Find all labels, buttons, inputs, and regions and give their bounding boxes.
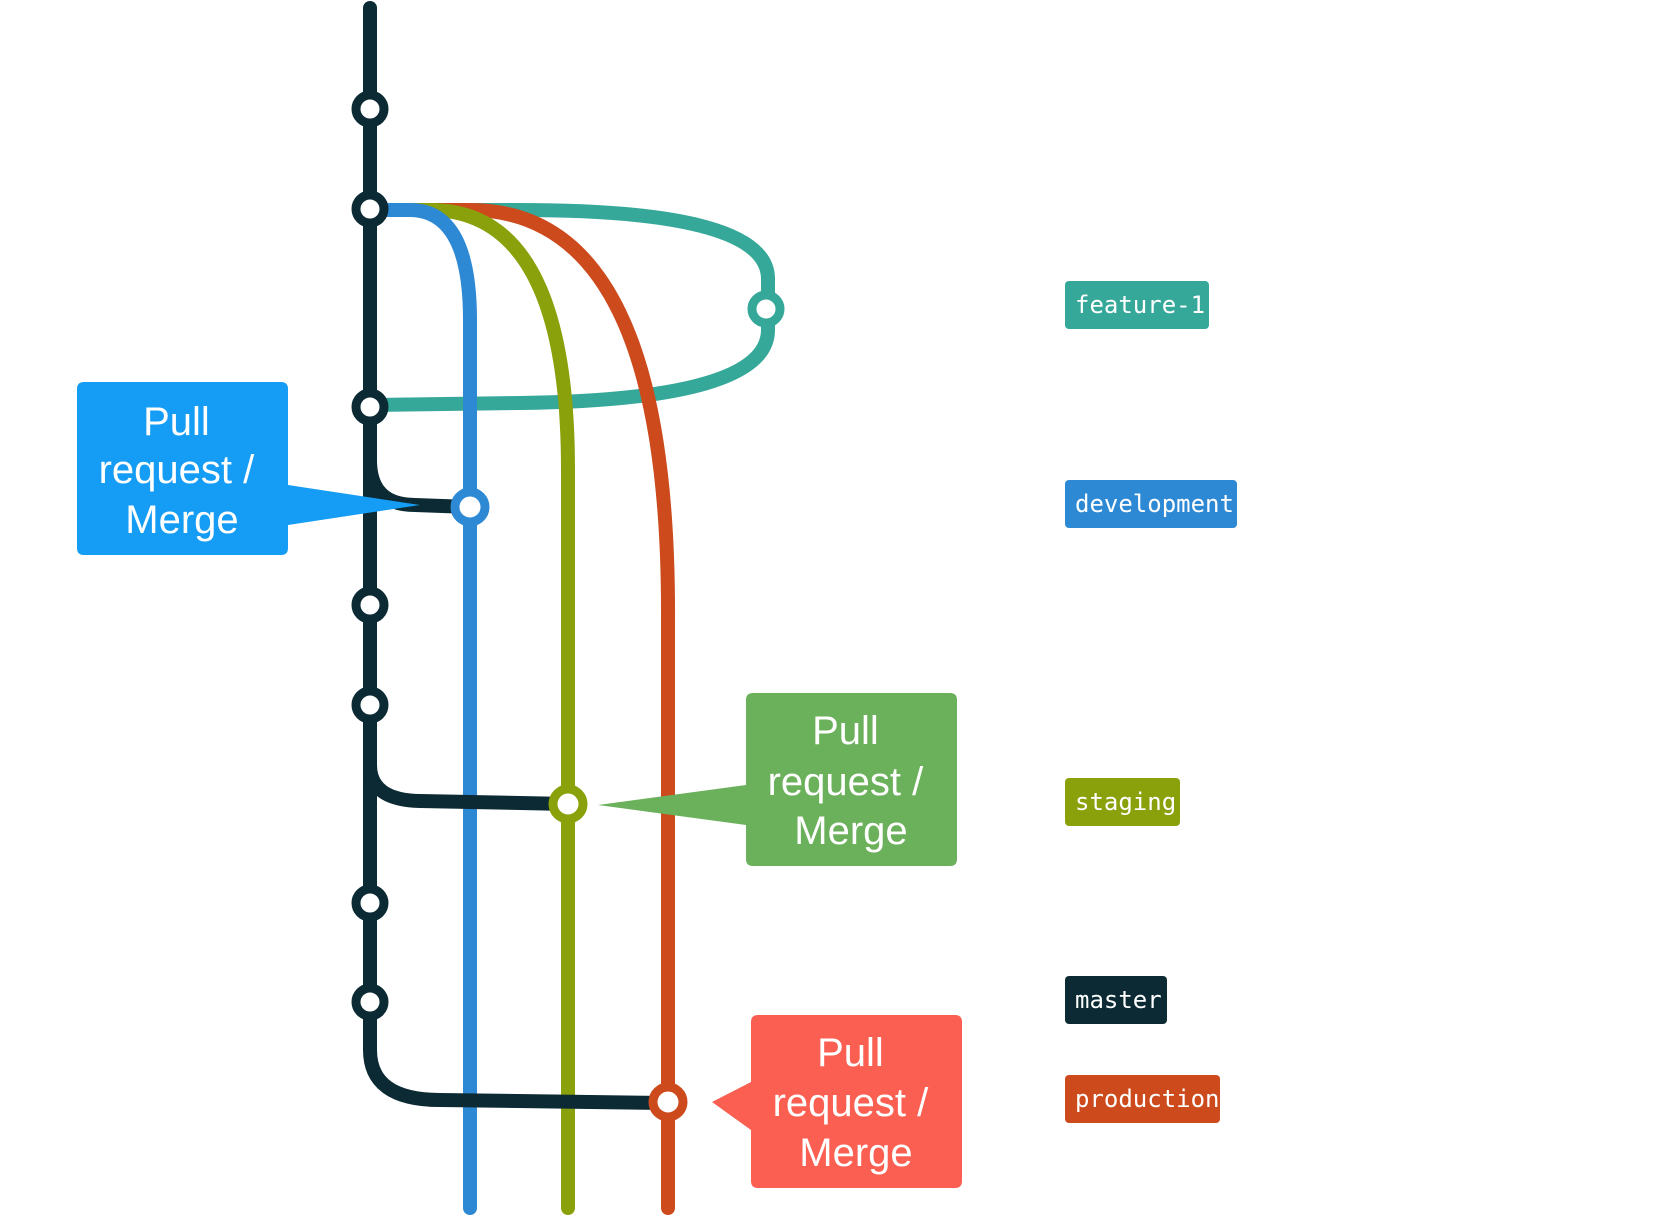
master-to-staging-merge-line [363, 698, 575, 811]
callout-line: Merge [794, 809, 907, 853]
master-commit [351, 190, 389, 228]
staging-branch-line [363, 203, 575, 1215]
branch-label-production: production [1065, 1075, 1220, 1123]
branch-label-text: feature-1 [1075, 291, 1205, 319]
callout-text: Pull request / Merge [773, 1031, 940, 1175]
callout-staging-merge: Pull request / Merge [598, 693, 957, 866]
callout-text: Pull request / Merge [768, 709, 935, 853]
branch-label-master: master [1065, 976, 1167, 1024]
callout-line: request / [773, 1081, 930, 1125]
branch-label-box [1065, 281, 1209, 329]
branch-label-feature-1: feature-1 [1065, 281, 1209, 329]
production-merge-commit [648, 1082, 688, 1122]
master-commit [351, 388, 389, 426]
callout-line: Merge [125, 498, 238, 542]
branch-label-box [1065, 1075, 1220, 1123]
branch-label-development: development [1065, 480, 1237, 528]
callout-line: request / [99, 448, 256, 492]
callout-line: Merge [799, 1131, 912, 1175]
commits [351, 90, 785, 1122]
master-to-development-merge-line [363, 398, 477, 514]
master-commit [351, 90, 389, 128]
branch-label-text: production [1075, 1085, 1220, 1113]
branch-label-text: development [1075, 490, 1234, 518]
callout-bubble [598, 693, 957, 866]
feature-1-commit [747, 290, 785, 328]
callout-line: request / [768, 760, 925, 804]
branch-lines [363, 1, 776, 1215]
callout-line: Pull [817, 1031, 884, 1075]
development-merge-commit [450, 487, 490, 527]
master-commit [351, 884, 389, 922]
master-commit [351, 983, 389, 1021]
master-commit [351, 586, 389, 624]
master-to-production-merge-line [363, 993, 675, 1110]
branch-label-text: master [1075, 986, 1162, 1014]
callout-production-merge: Pull request / Merge [712, 1015, 962, 1188]
branch-label-text: staging [1075, 788, 1176, 816]
callout-bubble [712, 1015, 962, 1188]
master-commit [351, 686, 389, 724]
callout-line: Pull [812, 709, 879, 753]
branch-label-box [1065, 778, 1180, 826]
branch-label-staging: staging [1065, 778, 1180, 826]
production-branch-line [363, 203, 676, 1215]
staging-merge-commit [548, 784, 588, 824]
branch-label-box [1065, 976, 1167, 1024]
callout-bubble [77, 382, 420, 555]
callout-line: Pull [143, 400, 210, 444]
callout-development-merge: Pull request / Merge [77, 382, 420, 555]
branch-label-box [1065, 480, 1237, 528]
callout-text: Pull request / Merge [99, 400, 266, 542]
development-branch-line [363, 203, 477, 1215]
